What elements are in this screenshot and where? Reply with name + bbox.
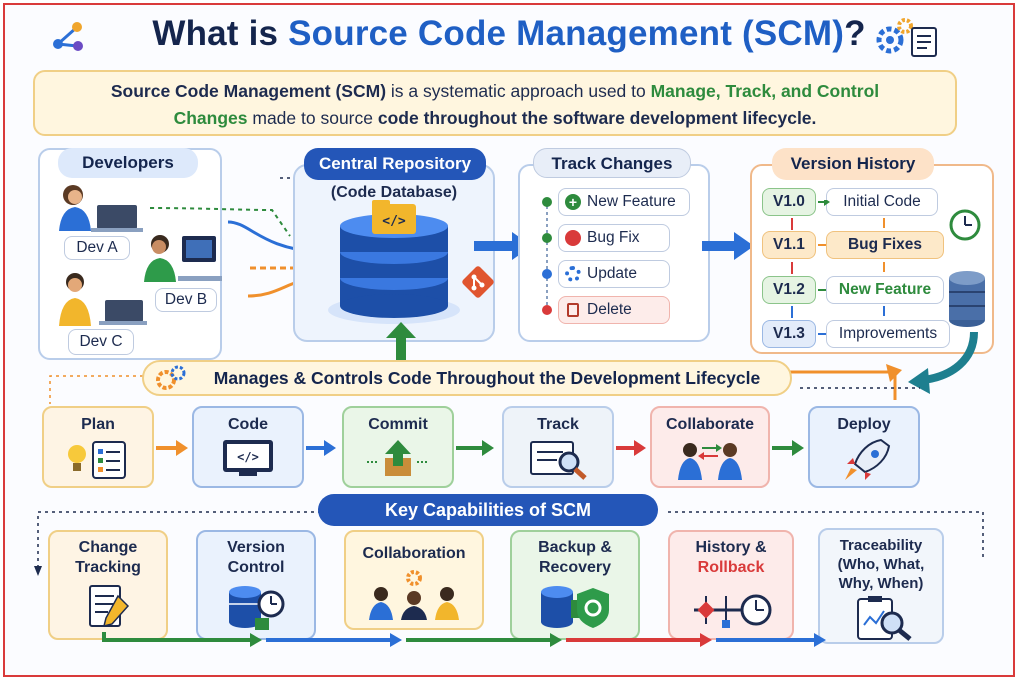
track-to-history-arrow	[702, 232, 754, 260]
version-history-header: Version History	[772, 148, 934, 180]
lightbulb-checklist-icon	[68, 441, 126, 479]
track-item-delete: Delete	[558, 296, 670, 324]
version-v1-2: V1.2	[762, 276, 816, 304]
rocket-icon	[845, 438, 891, 480]
database-clock-icon	[229, 586, 285, 630]
gears-icon	[154, 364, 188, 392]
repository-subtitle: (Code Database)	[330, 184, 458, 201]
dev-b-label: Dev B	[155, 288, 217, 312]
plus-icon: +	[565, 194, 581, 210]
version-label-initial-code: Initial Code	[826, 188, 938, 216]
developer-b-avatar	[142, 232, 224, 284]
capability-traceability: Traceability(Who, What,Why, When)	[818, 528, 944, 644]
lifecycle-arrows	[156, 440, 804, 456]
settings-document-icon	[872, 14, 944, 60]
capability-history-rollback: History &Rollback	[668, 530, 794, 640]
track-timeline	[542, 197, 552, 315]
backup-shield-icon	[541, 586, 609, 628]
stage-plan: Plan	[42, 406, 154, 488]
collaborate-people-icon	[678, 443, 742, 480]
stage-collaborate: Collaborate	[650, 406, 770, 488]
lifecycle-banner-text: Manages & Controls Code Throughout the D…	[213, 368, 761, 388]
dev-a-label: Dev A	[64, 236, 130, 260]
share-icon	[50, 18, 86, 54]
capability-collaboration: Collaboration	[344, 530, 484, 630]
stage-code: Code </>	[192, 406, 304, 488]
git-icon	[460, 264, 496, 300]
server-icon	[946, 268, 988, 330]
version-label-improvements: Improvements	[826, 320, 950, 348]
dev-c-label: Dev C	[68, 329, 134, 355]
capability-backup-recovery: Backup &Recovery	[510, 530, 640, 640]
version-arrows	[791, 200, 885, 335]
svg-text:</>: </>	[382, 214, 406, 229]
capabilities-connector	[34, 511, 984, 576]
stage-commit: Commit	[342, 406, 454, 488]
trash-icon	[567, 303, 579, 317]
version-v1-0: V1.0	[762, 188, 816, 216]
lifecycle-banner	[142, 360, 792, 396]
timeline-clock-icon	[694, 594, 772, 628]
team-meeting-icon	[369, 570, 459, 620]
clock-icon	[948, 208, 982, 242]
commit-upload-icon	[367, 440, 429, 476]
track-item-bug-fix: Bug Fix	[558, 224, 670, 252]
svg-text:</>: </>	[237, 450, 259, 464]
intro-definition: Source Code Management (SCM) is a system…	[33, 70, 957, 136]
stage-deploy: Deploy	[808, 406, 920, 488]
version-v1-1: V1.1	[762, 231, 816, 259]
central-repository-header: Central Repository	[304, 148, 486, 180]
version-v1-3: V1.3	[762, 320, 816, 348]
gear-icon	[565, 266, 581, 282]
developer-c-avatar	[55, 270, 149, 328]
lifecycle-connector-lines	[49, 364, 920, 404]
version-label-new-feature: New Feature	[826, 276, 944, 304]
capabilities-header: Key Capabilities of SCM	[318, 494, 658, 526]
repo-to-lifecycle-arrow	[386, 322, 416, 360]
history-return-arrow	[908, 331, 978, 394]
track-item-update: Update	[558, 260, 670, 288]
developers-header: Developers	[58, 148, 198, 178]
edit-document-icon	[89, 585, 130, 628]
monitor-code-icon: </>	[223, 440, 273, 476]
track-changes-header: Track Changes	[533, 148, 691, 178]
developer-a-avatar	[55, 183, 145, 233]
database-icon: </>	[324, 200, 464, 330]
clipboard-magnifier-icon	[857, 596, 912, 641]
bug-icon	[565, 230, 581, 246]
capabilities-bottom-arrows	[102, 632, 826, 647]
stage-track: Track	[502, 406, 614, 488]
page-title: What is Source Code Management (SCM)?	[152, 14, 866, 53]
version-label-bug-fixes: Bug Fixes	[826, 231, 944, 259]
magnifier-document-icon	[530, 441, 587, 480]
track-item-new-feature: +New Feature	[558, 188, 690, 216]
